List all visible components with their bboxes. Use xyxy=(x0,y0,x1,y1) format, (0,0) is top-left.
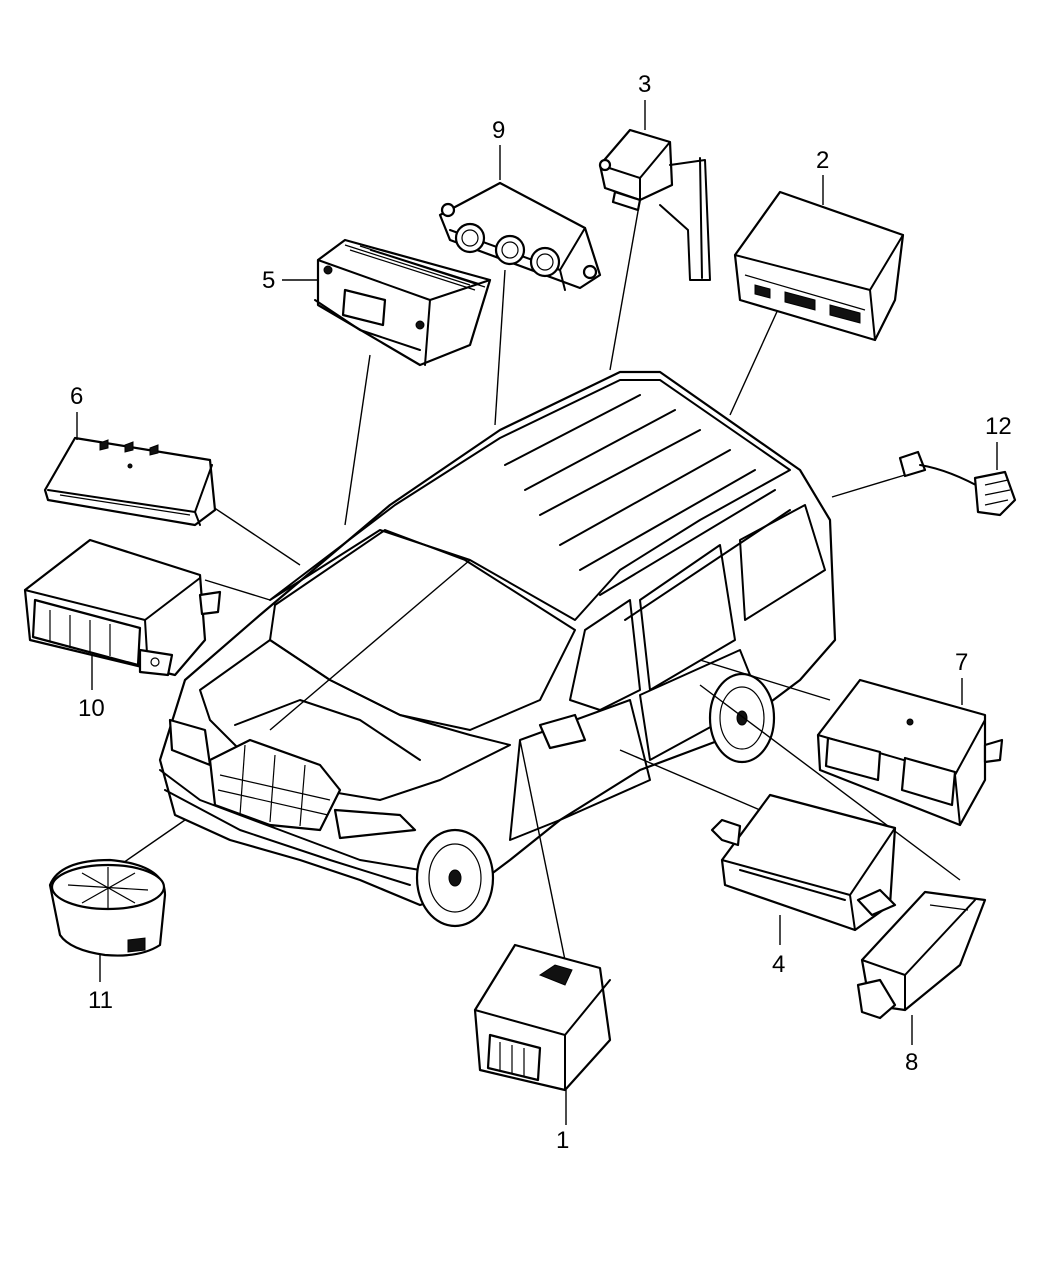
part-9-module xyxy=(438,181,602,291)
rear-wheel-icon xyxy=(708,672,776,764)
callout-labels: 1 2 3 4 5 6 7 8 9 10 11 12 xyxy=(70,71,1012,1154)
part-2-module xyxy=(733,190,905,342)
callout-7: 7 xyxy=(955,649,968,676)
callout-3: 3 xyxy=(638,71,651,98)
part-8-antenna xyxy=(856,890,987,1020)
part-5-amplifier xyxy=(314,238,492,367)
part-12-sensor xyxy=(898,450,1017,517)
callout-5: 5 xyxy=(262,267,275,294)
part-4-module xyxy=(710,793,897,932)
callout-4: 4 xyxy=(772,951,785,978)
part-10-module xyxy=(23,538,222,677)
minivan-icon xyxy=(158,370,837,928)
label-ticks xyxy=(76,100,998,1125)
callout-8: 8 xyxy=(905,1049,918,1076)
callout-1: 1 xyxy=(556,1127,569,1154)
callout-6: 6 xyxy=(70,383,83,410)
part-7-module xyxy=(816,678,1004,827)
callout-2: 2 xyxy=(816,147,829,174)
leader-lines xyxy=(119,199,961,966)
part-3-sensor xyxy=(598,128,711,281)
callout-10: 10 xyxy=(78,695,105,722)
part-11-siren xyxy=(48,858,167,957)
callout-11: 11 xyxy=(88,987,113,1014)
callout-12: 12 xyxy=(985,413,1012,440)
callout-9: 9 xyxy=(492,117,505,144)
part-6-module xyxy=(43,436,217,527)
part-1-module xyxy=(473,943,612,1092)
front-wheel-icon xyxy=(415,828,495,928)
